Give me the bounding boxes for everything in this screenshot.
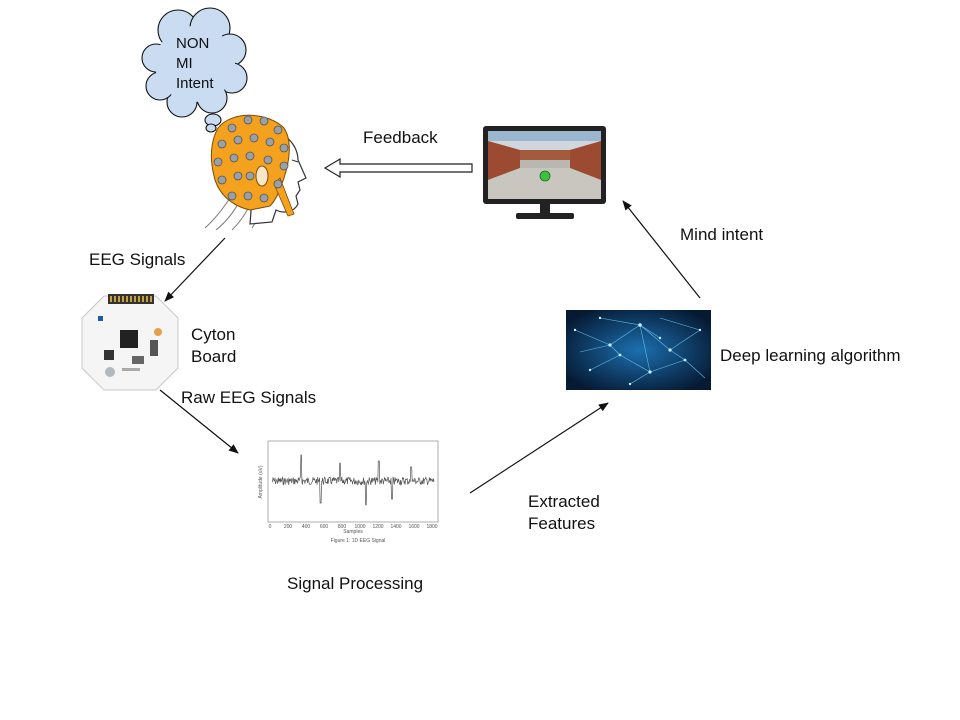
eeg-x-tick: 400 (302, 524, 311, 530)
eeg-x-tick: 1200 (372, 524, 383, 530)
eeg-x-tick: 800 (338, 524, 347, 530)
label-feedback: Feedback (363, 128, 438, 147)
label-extracted-line2: Features (528, 514, 596, 533)
label-raw-eeg-signals: Raw EEG Signals (181, 388, 317, 407)
eeg-caption: Figure 1: 1D EEG Signal (331, 538, 386, 544)
arrow-mind-intent (622, 200, 701, 299)
label-extracted-line1: Extracted (528, 492, 600, 511)
label-cyton-line2: Board (191, 347, 237, 366)
label-cyton-line1: Cyton (191, 325, 236, 344)
eeg-x-tick: 1600 (408, 524, 419, 530)
arrow-raw-eeg (159, 389, 239, 454)
eeg-x-tick: 200 (284, 524, 293, 530)
thought-line-2: MI (176, 55, 193, 72)
thought-text: NON MI Intent (176, 34, 214, 94)
thought-line-3: Intent (176, 75, 214, 92)
eeg-x-tick: 1800 (426, 524, 437, 530)
eeg-xlabel: Samples (343, 529, 363, 535)
eeg-x-tick: 1400 (390, 524, 401, 530)
eeg-x-tick: 0 (269, 524, 272, 530)
label-eeg-signals: EEG Signals (89, 250, 186, 269)
eeg-x-tick: 600 (320, 524, 329, 530)
eeg-x-tick: 1000 (354, 524, 365, 530)
label-mind-intent: Mind intent (680, 225, 764, 244)
arrow-eeg-signals (164, 237, 226, 302)
thought-line-1: NON (176, 35, 210, 52)
arrow-extracted-features (469, 402, 609, 494)
eeg-x-ticks: 0 200 400 600 800 1000 1200 1400 1600 1800 (269, 524, 438, 530)
label-signal-processing: Signal Processing (287, 574, 424, 593)
eeg-ylabel: Amplitude (uV) (258, 465, 264, 498)
arrow-feedback (323, 157, 473, 179)
eeg-trace (271, 454, 435, 506)
label-deep-learning: Deep learning algorithm (720, 346, 901, 365)
